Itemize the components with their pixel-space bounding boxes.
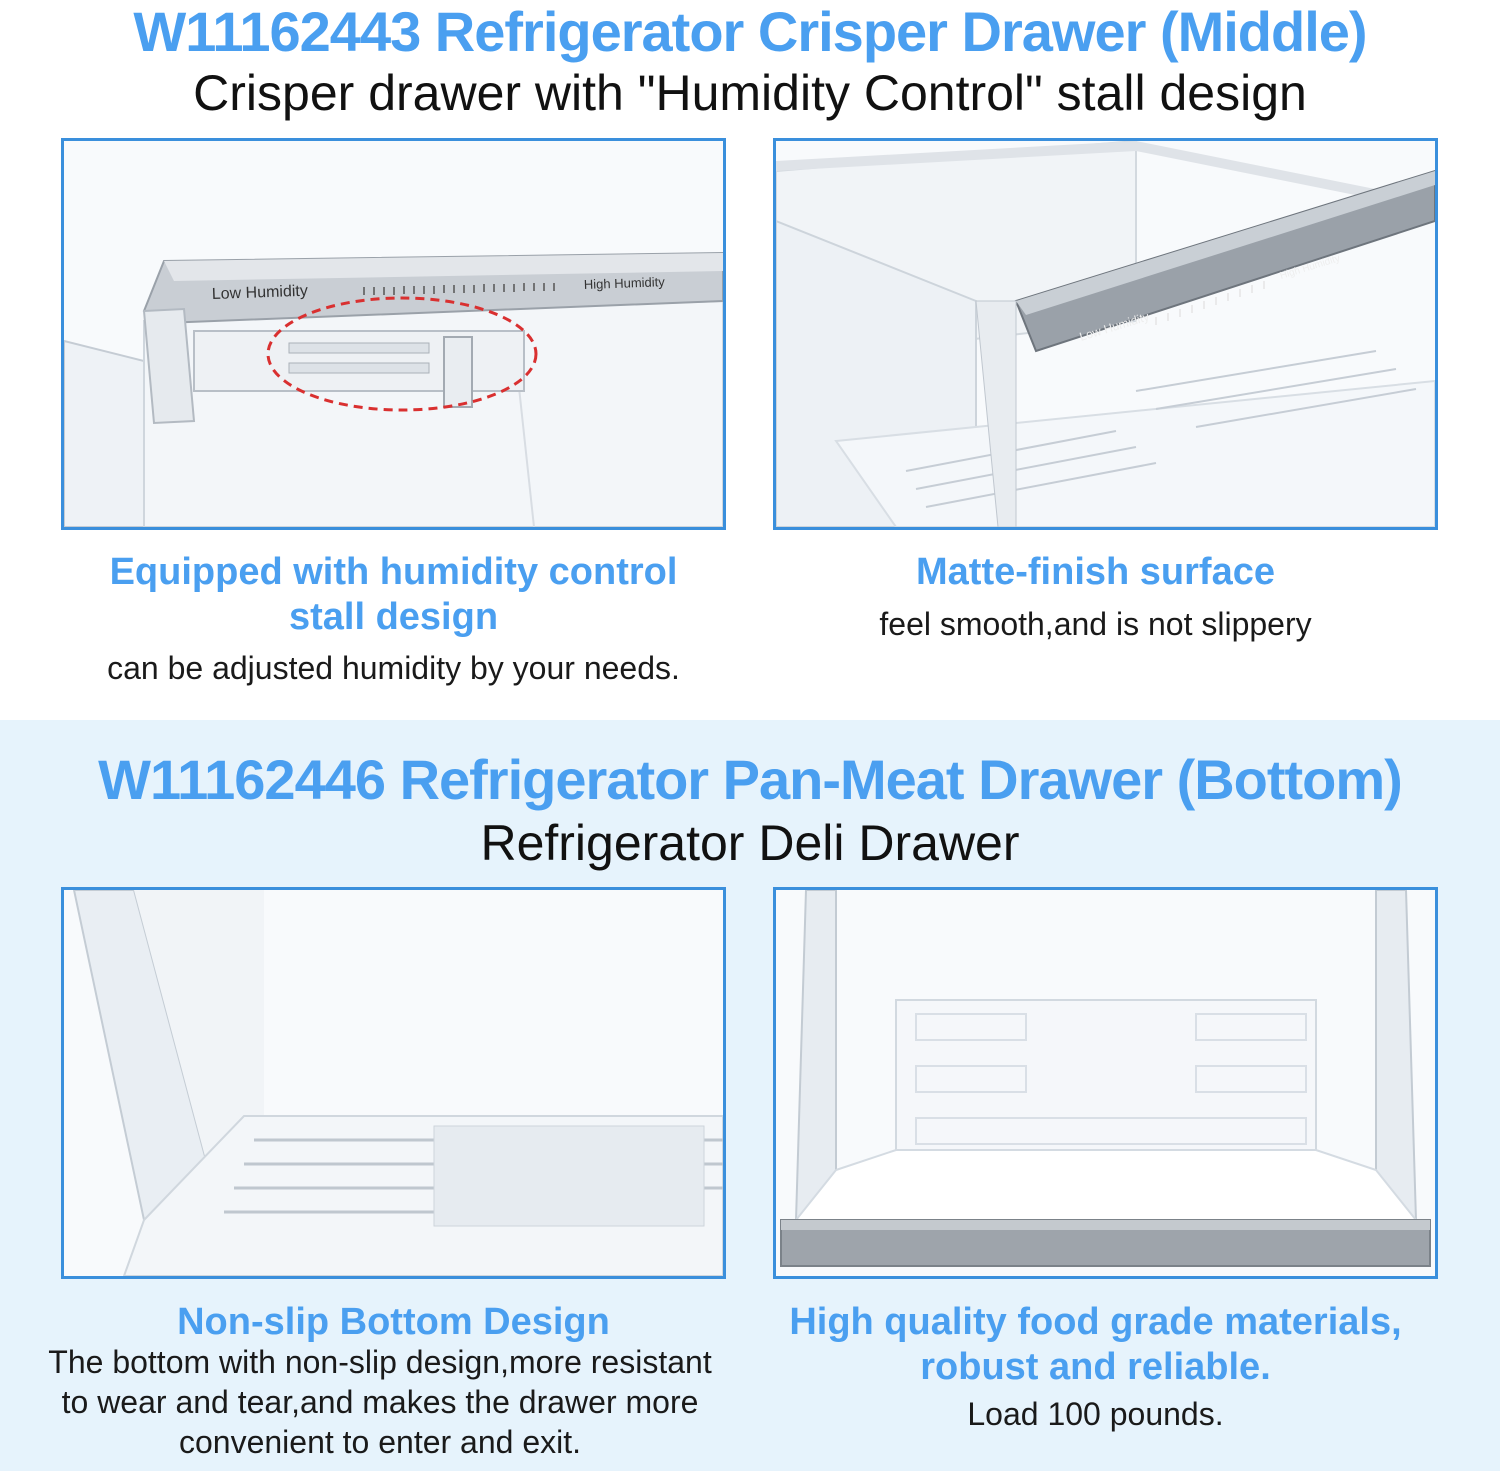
humidity-control-image: Low Humidity High Humidity — [61, 138, 726, 530]
low-humidity-label: Low Humidity — [212, 283, 309, 303]
callout-ellipse — [266, 296, 538, 412]
humidity-slider-icon: Low Humidity High Humidity — [64, 141, 723, 527]
non-slip-caption-title: Non-slip Bottom Design — [177, 1301, 610, 1343]
food-grade-caption-title-line2: robust and reliable. — [920, 1346, 1271, 1388]
non-slip-caption-text-line1: The bottom with non-slip design,more res… — [48, 1344, 712, 1380]
meat-drawer-title: W11162446 Refrigerator Pan-Meat Drawer (… — [98, 748, 1403, 811]
crisper-drawer-image: Low Humidity High Humidity — [776, 141, 1435, 527]
humidity-caption-title-line2: stall design — [288, 596, 499, 638]
humidity-caption-title-line1: Equipped with humidity control — [109, 551, 678, 593]
drawer-front-icon — [776, 890, 1435, 1276]
matte-caption-text: feel smooth,and is not slippery — [879, 606, 1312, 642]
high-humidity-label: High Humidity — [584, 274, 666, 292]
food-grade-drawer-image — [773, 887, 1438, 1279]
food-grade-caption-title-line1: High quality food grade materials, — [789, 1301, 1402, 1343]
deli-drawer-image — [64, 890, 723, 1276]
matte-caption-title: Matte-finish surface — [916, 551, 1275, 593]
non-slip-caption-text-line2: to wear and tear,and makes the drawer mo… — [61, 1384, 699, 1420]
non-slip-caption-text-line3: convenient to enter and exit. — [178, 1424, 582, 1460]
meat-drawer-subtitle: Refrigerator Deli Drawer — [480, 815, 1020, 871]
matte-finish-image: Low Humidity High Humidity — [773, 138, 1438, 530]
crisper-drawer-subtitle: Crisper drawer with "Humidity Control" s… — [193, 65, 1307, 121]
crisper-drawer-title: W11162443 Refrigerator Crisper Drawer (M… — [133, 0, 1367, 63]
humidity-caption-text: can be adjusted humidity by your needs. — [107, 650, 680, 686]
food-grade-caption-text: Load 100 pounds. — [967, 1396, 1224, 1432]
non-slip-bottom-image — [61, 887, 726, 1279]
